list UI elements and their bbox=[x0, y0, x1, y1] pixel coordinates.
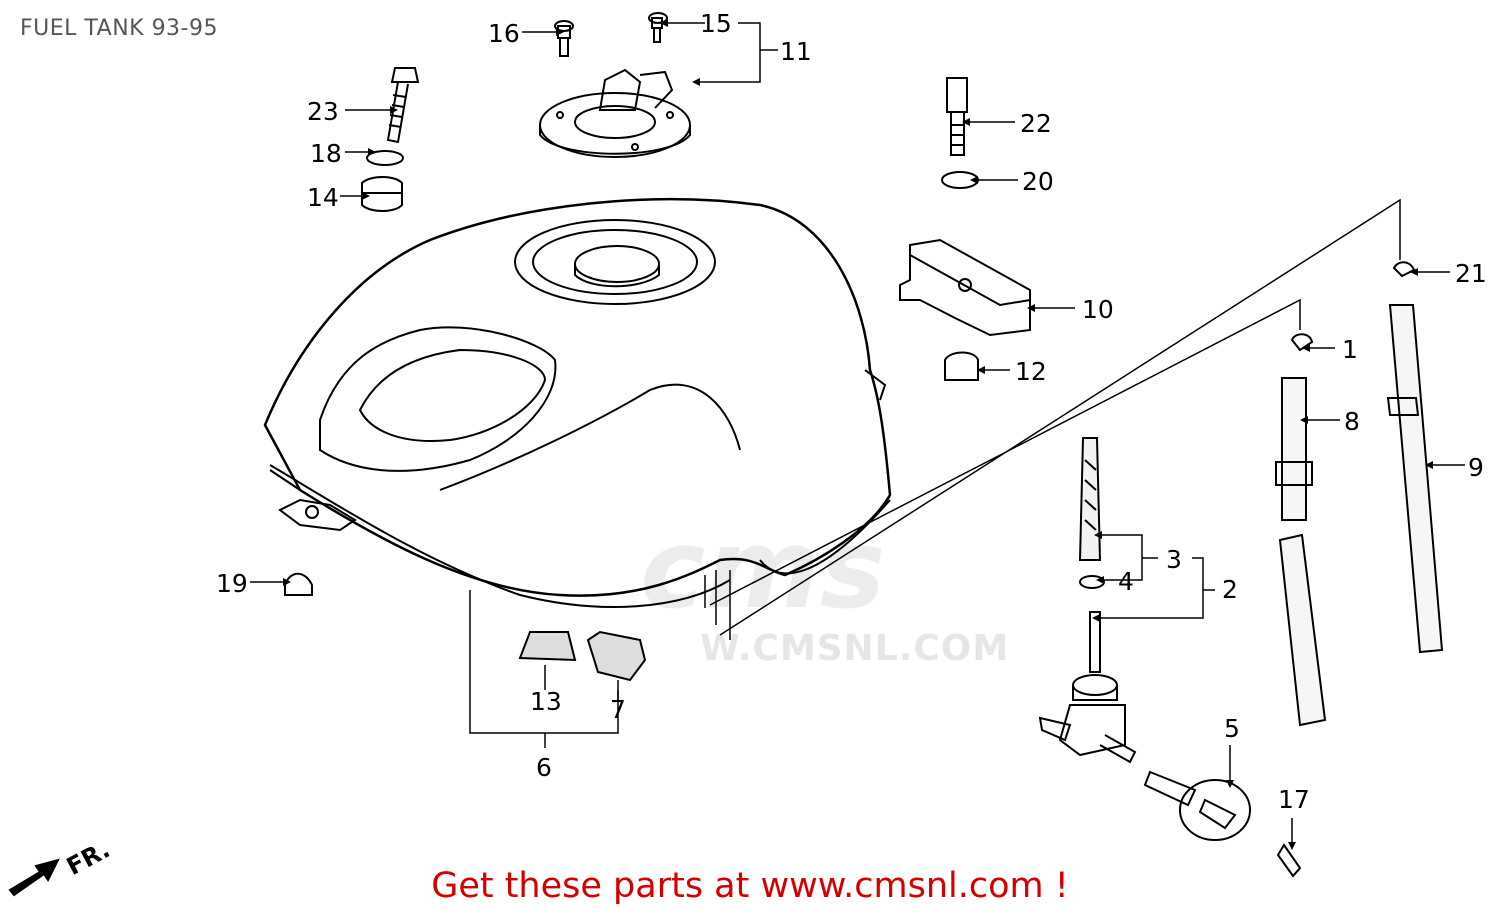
label-19: 19 bbox=[216, 569, 248, 598]
pad-7 bbox=[586, 630, 647, 682]
label-2: 2 bbox=[1222, 575, 1238, 604]
label-3: 3 bbox=[1166, 545, 1182, 574]
label-14: 14 bbox=[307, 183, 339, 212]
label-6: 6 bbox=[536, 753, 552, 782]
label-7: 7 bbox=[610, 695, 626, 724]
bolt-23 bbox=[386, 67, 420, 144]
grommet-19 bbox=[284, 572, 313, 596]
leader-lines bbox=[250, 22, 1465, 842]
label-16: 16 bbox=[488, 19, 520, 48]
grommet-14 bbox=[361, 176, 403, 212]
label-13: 13 bbox=[530, 687, 562, 716]
promo-link[interactable]: Get these parts at www.cmsnl.com ! bbox=[431, 866, 1069, 906]
washer-18 bbox=[366, 150, 404, 166]
label-21: 21 bbox=[1455, 259, 1487, 288]
routing-lines bbox=[704, 198, 1401, 640]
hose-9 bbox=[1386, 304, 1444, 654]
label-5: 5 bbox=[1224, 714, 1240, 743]
label-15: 15 bbox=[700, 9, 732, 38]
page-title: FUEL TANK 93-95 bbox=[20, 16, 218, 41]
label-18: 18 bbox=[310, 139, 342, 168]
pad-13 bbox=[518, 631, 577, 662]
label-22: 22 bbox=[1020, 109, 1052, 138]
screw-15 bbox=[648, 12, 668, 43]
mount-rubber-10 bbox=[899, 238, 1031, 337]
label-9: 9 bbox=[1468, 453, 1484, 482]
bolt-22 bbox=[946, 77, 968, 156]
clip-1 bbox=[1290, 333, 1314, 352]
label-23: 23 bbox=[307, 97, 339, 126]
label-20: 20 bbox=[1022, 167, 1054, 196]
front-arrow-icon bbox=[8, 858, 60, 897]
label-17: 17 bbox=[1278, 785, 1310, 814]
fuel-cock-lever bbox=[1143, 770, 1251, 841]
fuel-cock bbox=[1038, 611, 1137, 764]
label-10: 10 bbox=[1082, 295, 1114, 324]
fuel-strainer bbox=[1078, 437, 1102, 561]
clip-21 bbox=[1392, 261, 1416, 278]
label-12: 12 bbox=[1015, 357, 1047, 386]
fuel-tank-body bbox=[263, 197, 892, 608]
label-8: 8 bbox=[1344, 407, 1360, 436]
watermark-logo: cms bbox=[640, 505, 886, 633]
fuel-cap bbox=[539, 68, 691, 158]
screw-17 bbox=[1276, 843, 1302, 878]
label-1: 1 bbox=[1342, 335, 1358, 364]
label-11: 11 bbox=[780, 37, 812, 66]
label-4: 4 bbox=[1118, 567, 1134, 596]
hose-8 bbox=[1275, 377, 1327, 727]
grommet-12 bbox=[944, 351, 979, 381]
leader-arrowheads bbox=[283, 19, 1433, 850]
screw-16 bbox=[554, 20, 574, 57]
watermark-url: W.CMSNL.COM bbox=[700, 628, 1010, 669]
